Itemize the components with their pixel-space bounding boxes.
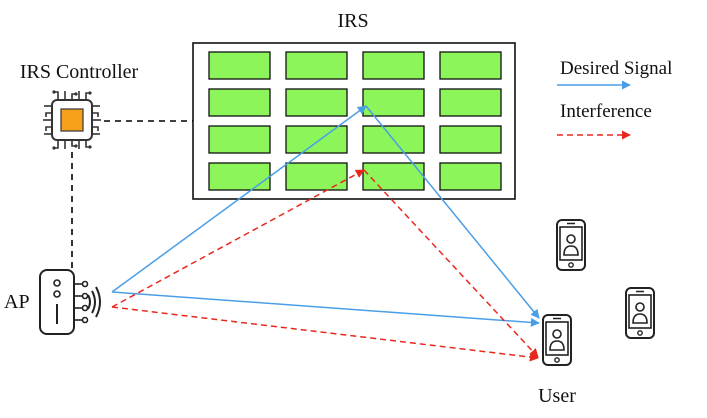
legend-desired-label: Desired Signal bbox=[560, 58, 672, 79]
phone-user-icon bbox=[625, 287, 655, 339]
irs-element bbox=[208, 51, 271, 80]
user-label: User bbox=[538, 385, 576, 407]
irs-element bbox=[439, 162, 502, 191]
irs-element-grid bbox=[208, 51, 502, 191]
irs-element bbox=[285, 162, 348, 191]
legend: Desired Signal Interference bbox=[557, 58, 672, 140]
interference-ap-to-irs bbox=[111, 169, 365, 308]
irs-element bbox=[208, 125, 271, 154]
ap-label: AP bbox=[4, 291, 30, 313]
irs-element bbox=[208, 162, 271, 191]
irs-element bbox=[362, 162, 425, 191]
irs-element bbox=[362, 88, 425, 117]
desired-ap-to-user bbox=[111, 291, 540, 327]
irs-element bbox=[362, 51, 425, 80]
desired-ap-to-irs bbox=[111, 105, 367, 293]
legend-interference-label: Interference bbox=[560, 101, 652, 122]
irs-element bbox=[208, 88, 271, 117]
irs-element bbox=[285, 51, 348, 80]
desired-signal-paths bbox=[111, 105, 540, 327]
irs-element bbox=[439, 88, 502, 117]
phone-user-icon bbox=[556, 219, 586, 271]
irs-element bbox=[285, 88, 348, 117]
access-point-icon bbox=[39, 269, 101, 335]
irs-element bbox=[285, 125, 348, 154]
interference-irs-to-user bbox=[363, 169, 539, 358]
interference-paths bbox=[111, 169, 539, 362]
desired-irs-to-user bbox=[365, 105, 540, 319]
irs-element bbox=[439, 51, 502, 80]
irs-title: IRS bbox=[337, 10, 368, 32]
chip-icon bbox=[43, 90, 101, 150]
interference-ap-to-user bbox=[111, 306, 539, 362]
irs-element bbox=[439, 125, 502, 154]
irs-controller-label: IRS Controller bbox=[20, 61, 139, 83]
phone-user-icon bbox=[542, 314, 572, 366]
